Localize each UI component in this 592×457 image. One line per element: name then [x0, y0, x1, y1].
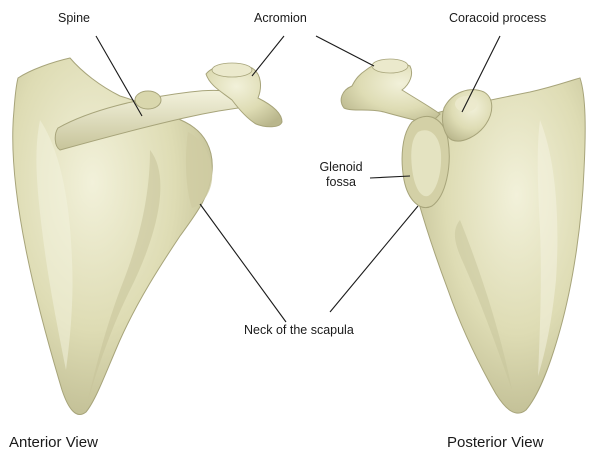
posterior-scapula [341, 59, 585, 413]
acromion-leader-line-right [316, 36, 374, 66]
neck-of-scapula-label: Neck of the scapula [244, 323, 354, 338]
neck-leader-line-right [330, 206, 418, 312]
spine-label: Spine [58, 11, 90, 26]
anterior-view-caption: Anterior View [9, 434, 98, 452]
glenoid-label-line1: Glenoid [311, 160, 371, 175]
acromion-leader-line-left [252, 36, 284, 76]
glenoid-fossa-label: Glenoid fossa [311, 160, 371, 190]
acromion-label: Acromion [254, 11, 307, 26]
anterior-acromion-top [212, 63, 252, 77]
glenoid-label-line2: fossa [311, 175, 371, 190]
anterior-spine-knob [135, 91, 161, 109]
anterior-glenoid-bulge [186, 132, 212, 208]
anterior-scapula [13, 58, 282, 415]
neck-leader-line-left [200, 204, 286, 322]
posterior-acromion-top [372, 59, 408, 73]
posterior-view-caption: Posterior View [447, 434, 543, 452]
coracoid-process-label: Coracoid process [449, 11, 546, 26]
